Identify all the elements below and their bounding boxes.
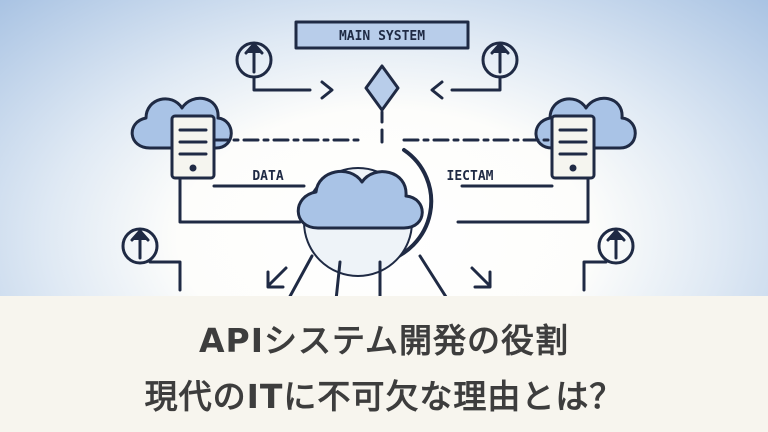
right-upload-arrow-icon <box>430 41 519 100</box>
central-cloud-icon <box>296 148 434 277</box>
down-left-arrow-icon <box>266 266 288 288</box>
left-trunk-link <box>178 176 302 224</box>
right-cloud-server-icon <box>534 96 637 180</box>
right-trunk-link <box>456 176 590 224</box>
left-upload-arrow-icon <box>235 41 334 100</box>
spoke-line <box>334 260 342 300</box>
spoke-line <box>286 254 314 300</box>
headline-line-2: 現代のITに不可欠な理由とは？ <box>144 377 624 416</box>
left-lower-arrow-icon <box>121 227 182 292</box>
caption-panel <box>0 296 768 432</box>
main-system-banner: MAIN SYSTEM <box>294 20 470 50</box>
banner-label: MAIN SYSTEM <box>339 29 425 44</box>
left-cloud-server-icon <box>130 96 233 180</box>
iectam-label: IECTAM <box>447 169 494 184</box>
data-label: DATA <box>252 169 283 184</box>
headline-line-1: APIシステム開発の役割 <box>198 321 569 360</box>
down-right-arrow-icon <box>470 266 492 288</box>
right-lower-arrow-icon <box>582 227 635 292</box>
spoke-line <box>418 254 450 300</box>
api-system-illustration: MAIN SYSTEM <box>121 20 637 300</box>
diamond-icon <box>364 64 400 112</box>
